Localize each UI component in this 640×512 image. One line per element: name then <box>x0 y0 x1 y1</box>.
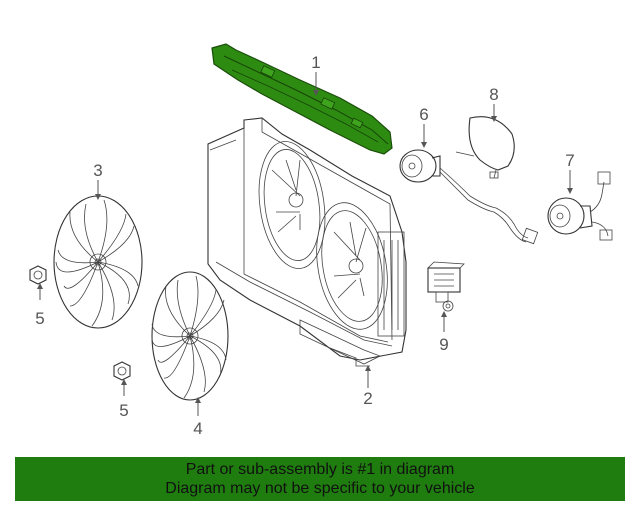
banner-line-1: Part or sub-assembly is #1 in diagram <box>185 461 455 478</box>
info-banner: Part or sub-assembly is #1 in diagram Di… <box>15 457 625 501</box>
part-5-nut-lower[interactable] <box>113 361 131 381</box>
part-4-fan[interactable] <box>151 271 229 401</box>
callout-5-upper: 5 <box>35 309 44 328</box>
part-8-motor-cover[interactable] <box>455 116 515 179</box>
callout-3: 3 <box>93 161 102 180</box>
part-6-fan-motor[interactable] <box>399 149 539 245</box>
part-9-module[interactable] <box>427 261 465 312</box>
callout-9: 9 <box>439 335 448 354</box>
callout-6: 6 <box>419 105 428 124</box>
part-2-fan-shroud[interactable] <box>207 117 407 367</box>
callout-7: 7 <box>565 151 574 170</box>
callout-1: 1 <box>311 53 320 72</box>
part-5-nut-upper[interactable] <box>29 265 47 285</box>
part-7-fan-motor[interactable] <box>547 171 613 241</box>
leader-lines <box>37 72 573 416</box>
callout-5-lower: 5 <box>119 401 128 420</box>
callout-8: 8 <box>489 85 498 104</box>
part-1-upper-bracket[interactable] <box>211 43 393 155</box>
parts-diagram: 1 2 3 4 5 5 6 7 8 9 <box>29 43 613 438</box>
part-3-fan[interactable] <box>53 195 143 329</box>
banner-line-2: Diagram may not be specific to your vehi… <box>165 480 475 497</box>
callout-2: 2 <box>363 389 372 408</box>
callout-4: 4 <box>193 419 202 438</box>
